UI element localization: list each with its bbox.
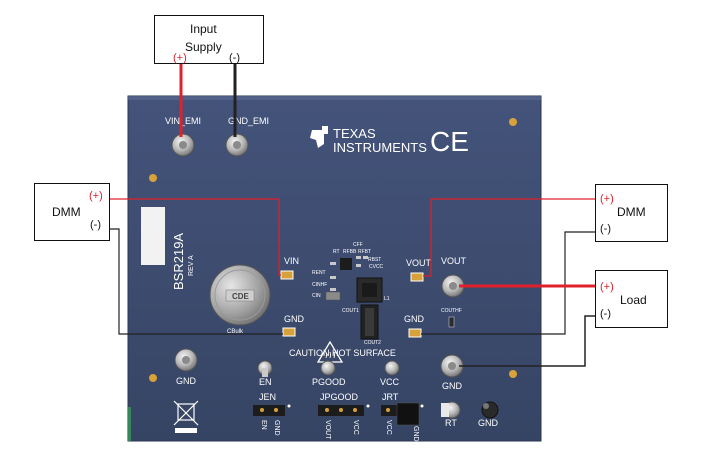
caution-text: CAUTION HOT SURFACE	[289, 348, 396, 358]
load-box	[595, 270, 668, 328]
jpgood-pin-1: VOUT	[324, 420, 331, 440]
part-number: BSR219A	[171, 233, 186, 290]
jen-pin-2: GND	[273, 420, 280, 436]
gnd-bottom-left-label: GND	[176, 376, 197, 386]
comp-rfbt: RFBT	[358, 249, 371, 255]
dmm-right-label: DMM	[617, 205, 646, 219]
input-supply-line1: Input	[190, 22, 217, 36]
ce-mark: CE	[430, 126, 469, 157]
comp-cout2: COUT2	[364, 340, 381, 346]
gnd-emi-label: GND_EMI	[228, 116, 269, 126]
dmm-right-box	[595, 184, 668, 242]
pgood-label: PGOOD	[312, 377, 346, 387]
pgood-testpoint[interactable]	[320, 360, 336, 376]
gnd-probe-label: GND	[478, 418, 499, 428]
load-label: Load	[620, 293, 647, 307]
capacitor-ref: CBulk	[227, 329, 244, 335]
vout-pad[interactable]	[410, 272, 424, 282]
dmm-left-negative-wire	[109, 228, 283, 335]
jrt-label: JRT	[382, 392, 399, 402]
dmm-left-box	[34, 183, 110, 241]
jrt-pin-1: VCC	[385, 420, 392, 435]
en-label: EN	[259, 377, 272, 387]
jen-label: JEN	[259, 392, 276, 402]
comp-rbst: RBST	[368, 257, 381, 263]
dmm-left-positive-wire	[109, 198, 281, 276]
rt-label: RT	[445, 418, 457, 428]
dmm-right-negative: (-)	[600, 223, 611, 235]
input-supply-box	[154, 15, 264, 64]
comp-cinhf: CINHF	[312, 282, 327, 288]
brand-line2: INSTRUMENTS	[333, 140, 427, 155]
comp-cin: CIN	[312, 293, 321, 299]
vin-pad[interactable]	[280, 270, 294, 280]
comp-cff: CFF	[353, 242, 363, 248]
gnd-pad-right-label: GND	[404, 314, 425, 324]
ti-logo-icon	[310, 126, 328, 148]
comp-cvcc: CVCC	[369, 264, 384, 270]
coutf-label: COUTHF	[441, 308, 462, 314]
vout-label: VOUT	[441, 256, 467, 266]
input-supply-negative: (-)	[229, 52, 240, 64]
dmm-right-positive-wire	[423, 198, 595, 277]
capacitor-brand: CDE	[232, 292, 250, 301]
dmm-left-negative: (-)	[90, 219, 101, 231]
comp-cout1: COUT1	[342, 308, 359, 314]
vout-pad-label: VOUT	[406, 258, 432, 268]
input-cap	[325, 291, 341, 301]
load-negative-wire	[459, 315, 595, 367]
jrt-shunt[interactable]	[396, 402, 420, 426]
comp-rfbb: RFBB	[343, 249, 357, 255]
mounting-hole	[149, 174, 157, 182]
revision: REV A	[188, 255, 195, 276]
gnd-bottom-right-label: GND	[442, 381, 463, 391]
gnd-pad-right[interactable]	[408, 328, 422, 338]
dmm-right-positive: (+)	[600, 193, 614, 205]
input-supply-line2: Supply	[185, 40, 222, 54]
gnd-left-pad[interactable]	[282, 327, 296, 337]
vin-emi-label: VIN_EMI	[165, 116, 201, 126]
coutf-cap	[448, 316, 455, 328]
input-supply-positive: (+)	[173, 52, 187, 64]
dmm-left-positive: (+)	[89, 190, 103, 202]
comp-rt: RT	[333, 249, 340, 255]
load-negative: (-)	[600, 308, 611, 320]
vcc-testpoint[interactable]	[384, 360, 400, 376]
comp-l1: L1	[384, 296, 390, 302]
dmm-left-label: DMM	[52, 205, 81, 219]
jrt-pin-2: GND	[412, 426, 419, 442]
mounting-hole	[509, 118, 517, 126]
mounting-hole	[509, 370, 517, 378]
jpgood-label: JPGOOD	[320, 392, 359, 402]
ic-chip	[340, 258, 352, 270]
jpgood-pin-2: VCC	[352, 420, 359, 435]
vin-label: VIN	[284, 256, 299, 266]
jen-header[interactable]	[253, 405, 285, 416]
gnd-left-label: GND	[284, 314, 305, 324]
pcb-board	[127, 95, 542, 442]
jen-pin-1: EN	[260, 420, 267, 430]
dmm-right-negative-wire	[421, 231, 595, 335]
mounting-hole	[149, 374, 157, 382]
weee-bin-icon	[173, 400, 199, 426]
label-block	[141, 207, 165, 265]
brand-line1: TEXAS	[333, 126, 376, 141]
comp-rent: RENT	[312, 270, 326, 276]
load-positive: (+)	[600, 281, 614, 293]
vcc-label: VCC	[380, 377, 400, 387]
